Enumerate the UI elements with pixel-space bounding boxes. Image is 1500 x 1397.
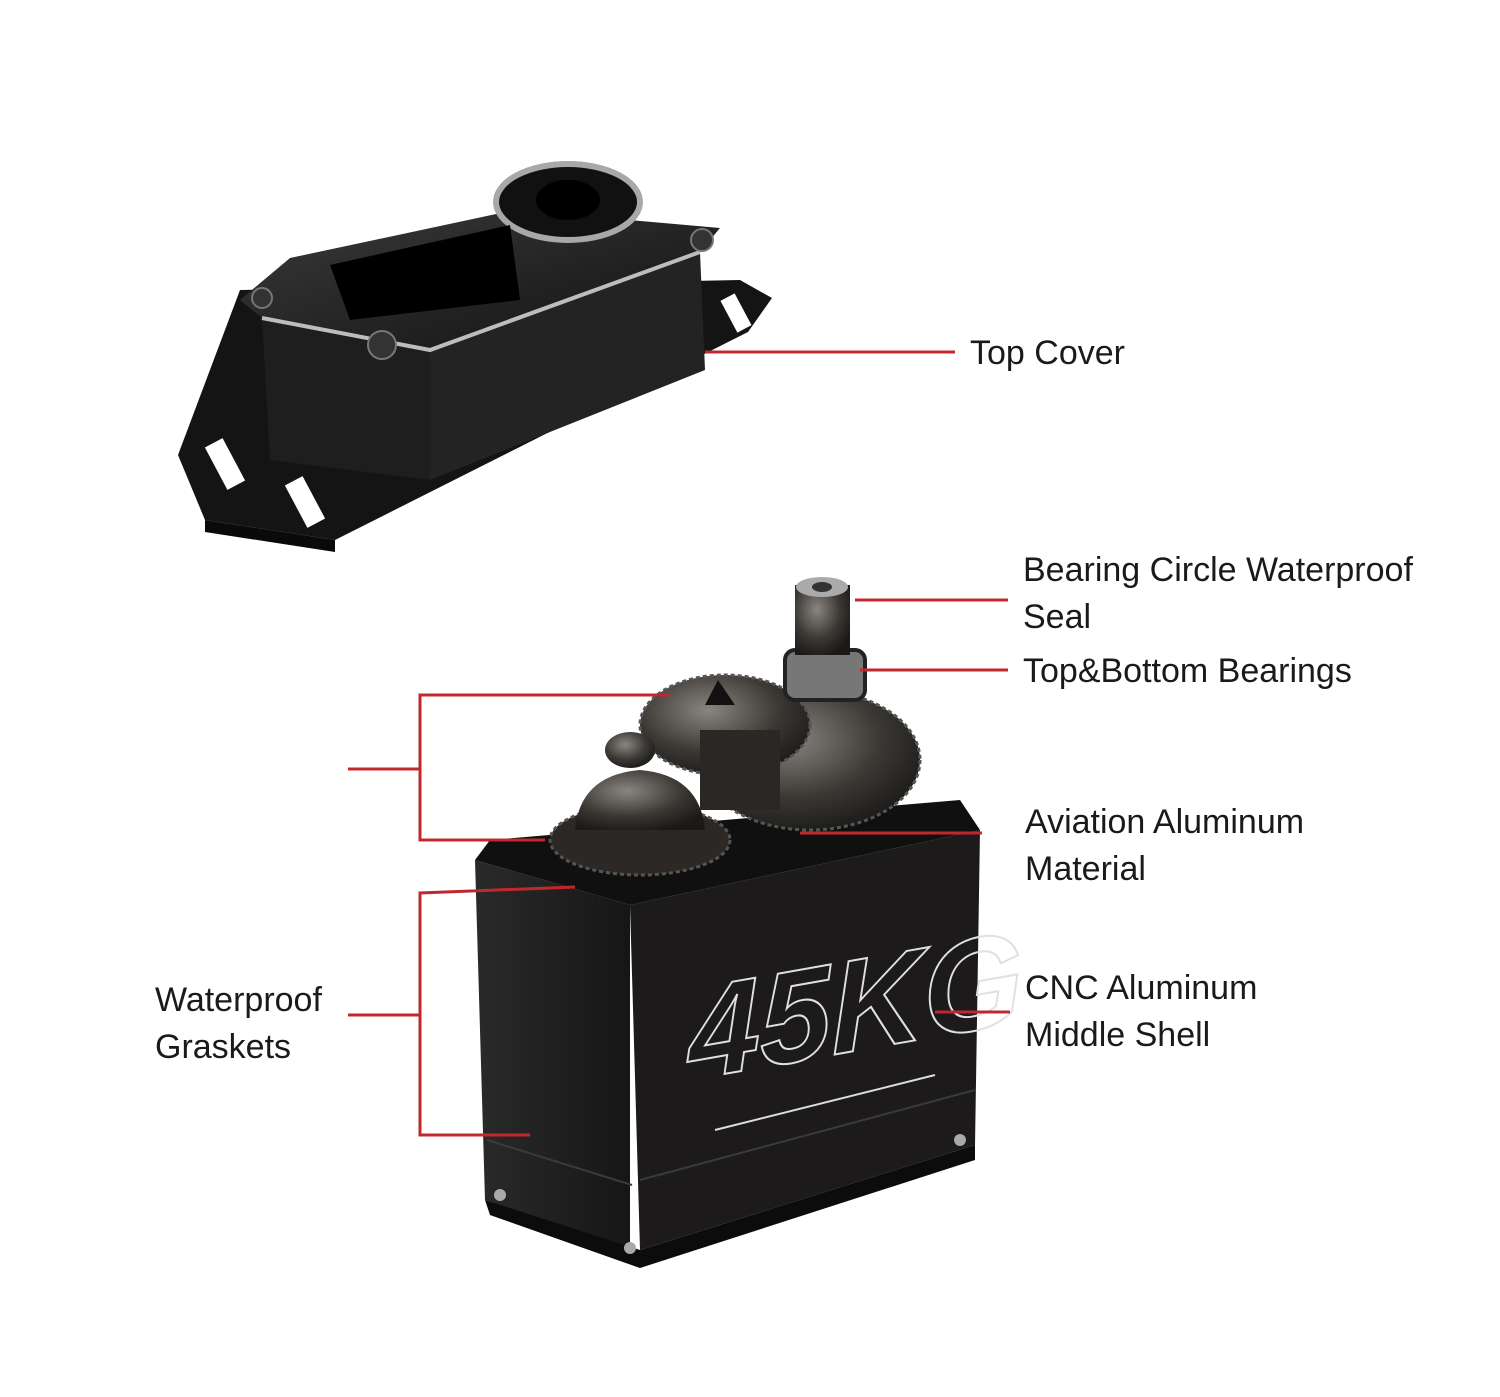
label-line: Middle Shell bbox=[1025, 1016, 1211, 1054]
servo-body-illustration: 45KG bbox=[475, 577, 1026, 1268]
label-bearing-seal: Bearing Circle Waterproof Seal bbox=[1023, 547, 1413, 641]
label-line: Graskets bbox=[155, 1028, 292, 1066]
label-line: Waterproof bbox=[155, 981, 322, 1019]
label-line: Bearing Circle Waterproof bbox=[1023, 551, 1413, 589]
label-cnc-shell: CNC Aluminum Middle Shell bbox=[1025, 965, 1257, 1059]
label-line: Seal bbox=[1023, 598, 1092, 636]
top-cover-illustration bbox=[178, 161, 772, 552]
label-waterproof-gaskets: Waterproof Graskets bbox=[155, 977, 322, 1071]
label-top-cover: Top Cover bbox=[970, 334, 1125, 372]
label-line: CNC Aluminum bbox=[1025, 969, 1258, 1007]
label-line: Material bbox=[1025, 850, 1146, 888]
label-aviation-aluminum: Aviation Aluminum Material bbox=[1025, 799, 1304, 893]
label-bearings: Top&Bottom Bearings bbox=[1023, 652, 1352, 690]
callout-lines bbox=[348, 350, 1010, 1137]
label-line: Aviation Aluminum bbox=[1025, 803, 1305, 841]
